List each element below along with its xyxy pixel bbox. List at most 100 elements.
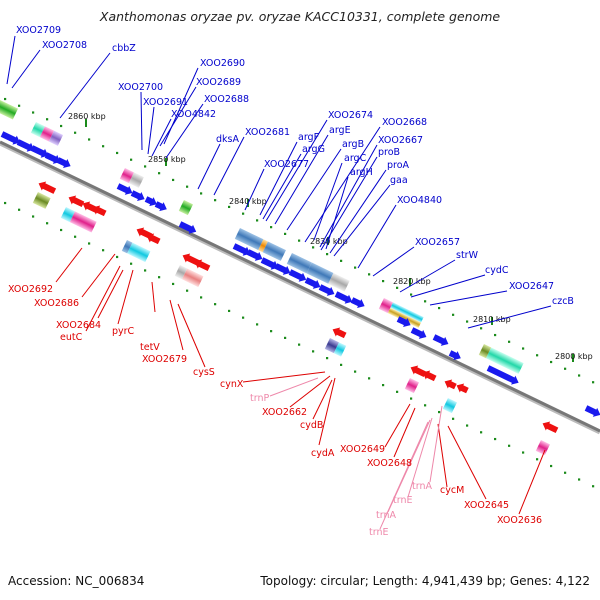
gene-label-cyss[interactable]: cysS	[193, 367, 215, 378]
gene-box[interactable]	[390, 302, 424, 323]
reverse-gene-arrow[interactable]	[330, 325, 347, 340]
forward-gene-arrow[interactable]	[396, 314, 413, 329]
gene-label-proa[interactable]: proA	[387, 160, 410, 171]
gene-label-cycm[interactable]: cycM	[440, 485, 464, 496]
reverse-gene-arrow[interactable]	[408, 363, 427, 379]
gene-box[interactable]	[69, 211, 97, 233]
forward-gene-arrow[interactable]	[410, 325, 429, 341]
reverse-gene-arrow[interactable]	[36, 179, 57, 196]
gene-label-cydc[interactable]: cydC	[485, 265, 509, 276]
reverse-gene-arrow[interactable]	[454, 381, 469, 395]
gene-box[interactable]	[119, 168, 135, 184]
gene-label-xoo2648[interactable]: XOO2648	[367, 458, 412, 469]
gene-box[interactable]	[286, 252, 312, 274]
gene-label-argf[interactable]: argF	[298, 132, 319, 143]
forward-gene-arrow[interactable]	[30, 143, 51, 160]
forward-gene-arrow[interactable]	[448, 348, 463, 362]
gene-label-xoo2677[interactable]: XOO2677	[264, 159, 309, 170]
gene-box[interactable]	[478, 344, 492, 359]
gene-label-xoo2647[interactable]: XOO2647	[509, 281, 554, 292]
gene-label-xoo2691[interactable]: XOO2691	[143, 97, 188, 108]
gene-box[interactable]	[39, 126, 55, 142]
gene-box[interactable]	[387, 307, 422, 328]
forward-gene-arrow[interactable]	[44, 150, 63, 166]
gene-label-xoo2674[interactable]: XOO2674	[328, 110, 373, 121]
gene-label-trna[interactable]: trnA	[412, 481, 432, 492]
gene-label-argg[interactable]: argG	[302, 144, 325, 155]
gene-box[interactable]	[48, 130, 64, 146]
gene-label-trne[interactable]: trnE	[393, 495, 413, 506]
forward-gene-arrow[interactable]	[486, 363, 521, 387]
gene-label-xoo2684[interactable]: XOO2684	[56, 320, 101, 331]
gene-label-xoo2686[interactable]: XOO2686	[34, 298, 79, 309]
gene-label-tetv[interactable]: tetV	[140, 342, 160, 353]
forward-gene-arrow[interactable]	[304, 275, 323, 291]
gene-label-trne[interactable]: trnE	[369, 527, 389, 538]
gene-box[interactable]	[262, 241, 286, 261]
forward-gene-arrow[interactable]	[584, 403, 600, 419]
gene-label-xoo2709[interactable]: XOO2709	[16, 25, 61, 36]
gene-box[interactable]	[127, 242, 151, 263]
gene-label-prob[interactable]: proB	[378, 147, 400, 158]
forward-gene-arrow[interactable]	[16, 137, 37, 154]
gene-label-cbbz[interactable]: cbbZ	[112, 43, 136, 54]
gene-box[interactable]	[182, 268, 204, 288]
gene-label-xoo2708[interactable]: XOO2708	[42, 40, 87, 51]
forward-gene-arrow[interactable]	[0, 129, 22, 147]
forward-gene-arrow[interactable]	[56, 155, 73, 170]
reverse-gene-arrow[interactable]	[90, 203, 107, 218]
forward-gene-arrow[interactable]	[318, 282, 337, 298]
gene-box[interactable]	[306, 262, 334, 284]
gene-box[interactable]	[60, 207, 76, 223]
forward-gene-arrow[interactable]	[116, 181, 135, 197]
gene-label-xoo4840[interactable]: XOO4840	[397, 195, 442, 206]
reverse-gene-arrow[interactable]	[420, 368, 437, 383]
gene-label-xoo2679[interactable]: XOO2679	[142, 354, 187, 365]
gene-box[interactable]	[174, 265, 188, 280]
reverse-gene-arrow[interactable]	[192, 257, 211, 273]
gene-box[interactable]	[30, 121, 46, 138]
gene-label-cynx[interactable]: cynX	[220, 379, 244, 390]
gene-box[interactable]	[234, 228, 264, 251]
gene-box[interactable]	[32, 192, 51, 209]
gene-label-xoo2668[interactable]: XOO2668	[382, 117, 427, 128]
gene-label-pyrc[interactable]: pyrC	[112, 326, 135, 337]
gene-label-xoo2657[interactable]: XOO2657	[415, 237, 460, 248]
forward-gene-arrow[interactable]	[288, 267, 309, 284]
gene-label-trna[interactable]: trnA	[376, 510, 396, 521]
gene-box[interactable]	[0, 100, 19, 120]
gene-label-xoo2662[interactable]: XOO2662	[262, 407, 307, 418]
gene-label-eutc[interactable]: eutC	[60, 332, 83, 343]
gene-label-xoo2690[interactable]: XOO2690	[200, 58, 245, 69]
gene-label-xoo2700[interactable]: XOO2700	[118, 82, 163, 93]
gene-label-argh[interactable]: argH	[350, 167, 373, 178]
gene-label-xoo2689[interactable]: XOO2689	[196, 77, 241, 88]
gene-box[interactable]	[121, 240, 133, 254]
gene-label-czcb[interactable]: czcB	[552, 296, 574, 307]
reverse-gene-arrow[interactable]	[66, 193, 85, 209]
gene-label-argb[interactable]: argB	[342, 139, 364, 150]
gene-label-cydb[interactable]: cydB	[300, 420, 323, 431]
gene-label-strw[interactable]: strW	[456, 250, 479, 261]
gene-label-argc[interactable]: argC	[344, 153, 367, 164]
forward-gene-arrow[interactable]	[246, 247, 265, 263]
gene-label-xoo2649[interactable]: XOO2649	[340, 444, 385, 455]
gene-label-dksa[interactable]: dksA	[216, 134, 239, 145]
gene-label-cyda[interactable]: cydA	[311, 448, 335, 459]
gene-box[interactable]	[535, 440, 551, 456]
gene-box[interactable]	[442, 398, 458, 414]
forward-gene-arrow[interactable]	[260, 255, 281, 272]
reverse-gene-arrow[interactable]	[144, 231, 161, 246]
gene-label-xoo2692[interactable]: XOO2692	[8, 284, 53, 295]
gene-label-xoo2681[interactable]: XOO2681	[245, 127, 290, 138]
gene-label-xoo2688[interactable]: XOO2688	[204, 94, 249, 105]
forward-gene-arrow[interactable]	[334, 289, 355, 306]
gene-label-gaa[interactable]: gaa	[390, 175, 408, 186]
reverse-gene-arrow[interactable]	[442, 377, 457, 391]
forward-gene-arrow[interactable]	[144, 194, 159, 208]
gene-label-trnp[interactable]: trnP	[250, 393, 269, 404]
gene-box[interactable]	[178, 200, 194, 216]
gene-box[interactable]	[328, 272, 350, 292]
forward-gene-arrow[interactable]	[432, 332, 451, 348]
forward-gene-arrow[interactable]	[178, 219, 199, 236]
